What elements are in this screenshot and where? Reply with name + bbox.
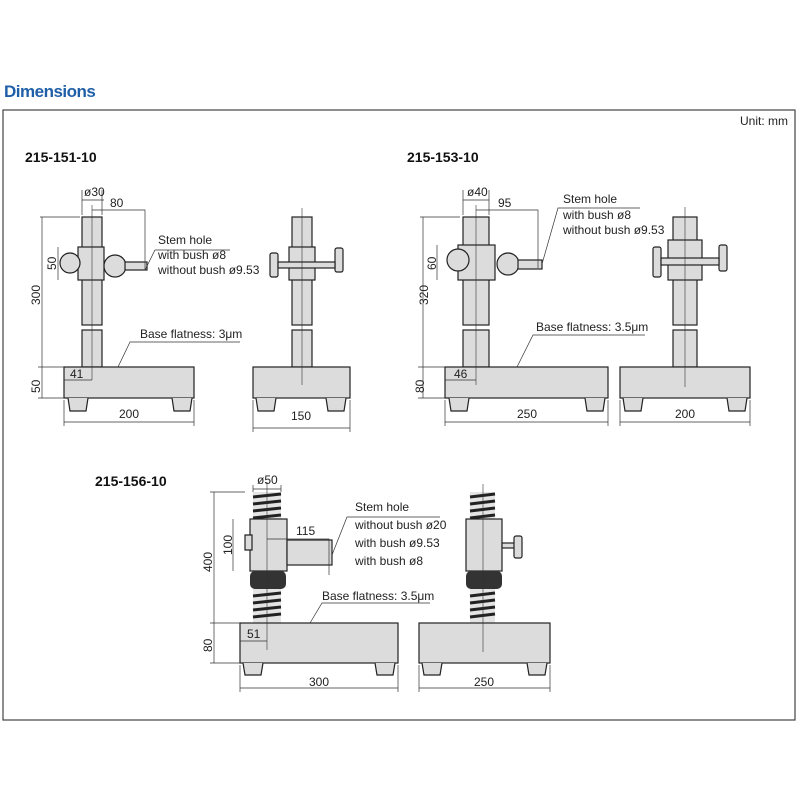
- reach-dim: 115: [296, 524, 315, 538]
- stem-diameter: ø40: [467, 185, 488, 199]
- stem-hole-label: Stem hole: [563, 192, 617, 206]
- clamp-height-dim: 100: [221, 535, 235, 555]
- reach-dim: 80: [110, 196, 124, 210]
- width-dim: 300: [309, 675, 329, 689]
- reach-dim: 95: [498, 196, 512, 210]
- model-name: 215-156-10: [95, 473, 167, 489]
- side-view: ø40 95 320 80 60 46 250 Stem hole with b…: [413, 185, 665, 426]
- base-height-dim: 80: [413, 379, 427, 393]
- clamp: [77, 246, 105, 281]
- base-flatness: Base flatness: 3.5μm: [536, 320, 648, 334]
- drawing-frame: [2, 109, 796, 721]
- stem-hole-line-2: with bush ø9.53: [354, 536, 440, 550]
- stem-hole-line-2: without bush ø9.53: [562, 223, 665, 237]
- depth-dim: 250: [474, 675, 494, 689]
- stem-hole-line-2: without bush ø9.53: [157, 263, 260, 277]
- section-title: Dimensions: [4, 82, 96, 101]
- stem-hole-line-3: with bush ø8: [354, 554, 423, 568]
- width-dim: 250: [517, 407, 537, 421]
- offset-dim: 51: [247, 627, 261, 641]
- knurled-ring: [250, 571, 286, 589]
- depth-dim: 150: [291, 409, 311, 423]
- side-view: ø30 80 300 50 50 41 200 Stem hole with b…: [29, 185, 260, 426]
- side-view: ø50 115 400 80 100 51 300 Stem hole with…: [201, 473, 447, 692]
- height-dim: 400: [201, 552, 215, 572]
- unit-label: Unit: mm: [740, 114, 788, 128]
- front-view: 250: [418, 484, 551, 692]
- front-view: 200: [619, 207, 751, 426]
- depth-dim: 200: [675, 407, 695, 421]
- model-215-156-10: 215-156-10 ø50 115 400 80 100 51: [95, 473, 551, 692]
- stem-hole-line-1: with bush ø8: [562, 208, 631, 222]
- base-flatness: Base flatness: 3.5μm: [322, 589, 434, 603]
- stem-hole-line-1: with bush ø8: [157, 248, 226, 262]
- stem-hole-line-1: without bush ø20: [354, 518, 447, 532]
- stem-diameter: ø30: [84, 185, 105, 199]
- stem-diameter: ø50: [257, 473, 278, 487]
- offset-dim: 46: [454, 367, 468, 381]
- front-view: 150: [252, 208, 351, 432]
- model-215-153-10: 215-153-10 ø40 95 320 80 60 46 250 Stem …: [407, 149, 751, 426]
- base-flatness: Base flatness: 3μm: [140, 327, 242, 341]
- model-name: 215-153-10: [407, 149, 479, 165]
- base: [63, 366, 195, 399]
- base-height-dim: 50: [29, 379, 43, 393]
- offset-dim: 41: [70, 367, 84, 381]
- height-dim: 320: [417, 285, 431, 305]
- clamp-height-dim: 50: [45, 256, 59, 270]
- clamp-height-dim: 60: [425, 256, 439, 270]
- model-name: 215-151-10: [25, 149, 97, 165]
- stem-hole-label: Stem hole: [355, 500, 409, 514]
- height-dim: 300: [29, 285, 43, 305]
- stem-hole-label: Stem hole: [158, 233, 212, 247]
- model-215-151-10: 215-151-10 ø30 80 300 50 50 41 200 Stem …: [25, 149, 351, 432]
- width-dim: 200: [119, 407, 139, 421]
- base-height-dim: 80: [201, 638, 215, 652]
